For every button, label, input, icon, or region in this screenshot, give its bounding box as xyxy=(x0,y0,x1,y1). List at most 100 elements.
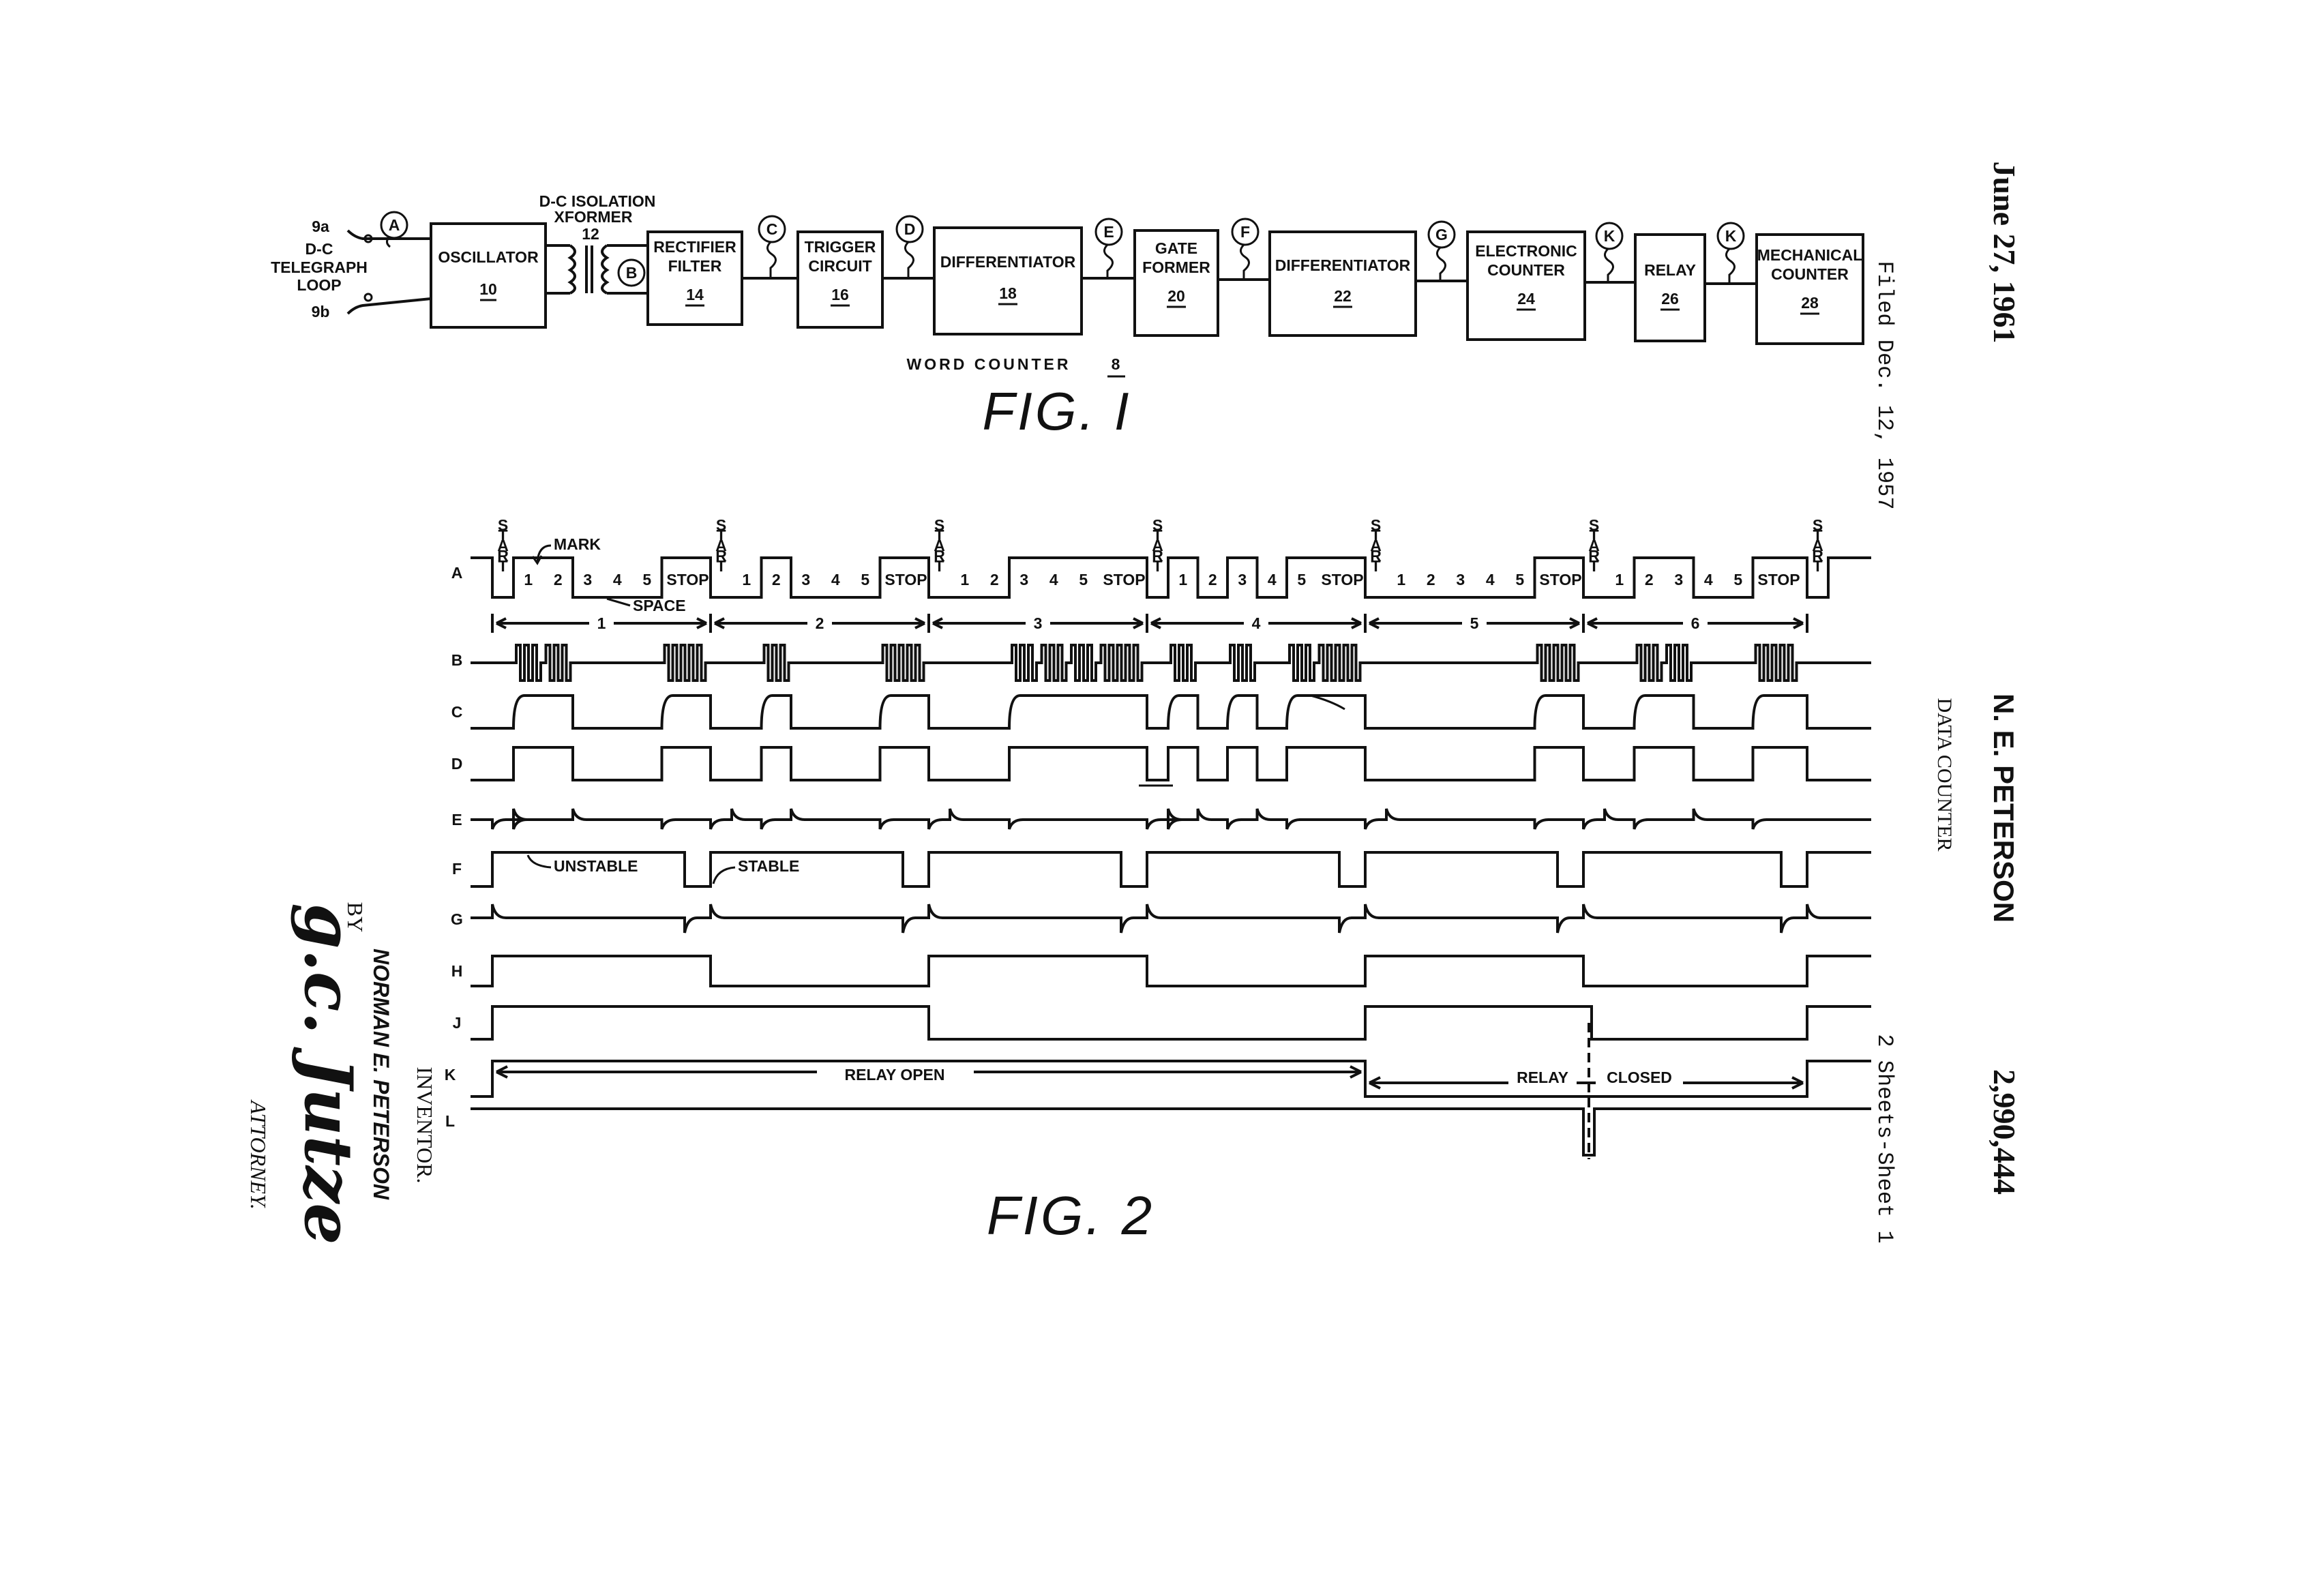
row-label-k: K xyxy=(445,1066,456,1084)
bit-label-2-5: STOP xyxy=(1103,571,1145,588)
svg-text:RELAY: RELAY xyxy=(1644,261,1696,279)
svg-text:18: 18 xyxy=(999,284,1017,302)
block-differentiator-22: DIFFERENTIATOR 22 xyxy=(1270,232,1416,335)
bit-label-4-5: STOP xyxy=(1539,571,1581,588)
test-point-b: B xyxy=(619,260,644,286)
bit-label-4-1: 2 xyxy=(1427,571,1435,588)
wave-f-gate xyxy=(471,852,1871,886)
bit-label-3-2: 3 xyxy=(1238,571,1247,588)
bit-label-5-0: 1 xyxy=(1615,571,1624,588)
svg-text:RECTIFIER: RECTIFIER xyxy=(653,238,736,256)
svg-text:FILTER: FILTER xyxy=(668,257,722,275)
bit-label-5-2: 3 xyxy=(1674,571,1683,588)
bit-label-2-2: 3 xyxy=(1019,571,1028,588)
bit-label-2-4: 5 xyxy=(1079,571,1088,588)
word-number-1: 1 xyxy=(597,614,606,632)
bit-label-4-2: 3 xyxy=(1456,571,1465,588)
sheet-count: 2 Sheets-Sheet 1 xyxy=(1872,1034,1897,1243)
svg-text:FORMER: FORMER xyxy=(1142,258,1210,276)
word-number-5: 5 xyxy=(1470,614,1479,632)
row-label-g: G xyxy=(451,910,463,928)
bit-label-3-0: 1 xyxy=(1178,571,1187,588)
bit-label-1-0: 1 xyxy=(742,571,751,588)
test-point-a: A xyxy=(381,212,407,247)
bit-label-0-2: 3 xyxy=(583,571,592,588)
bit-label-4-4: 5 xyxy=(1515,571,1524,588)
svg-text:24: 24 xyxy=(1517,290,1535,308)
bit-label-2-1: 2 xyxy=(990,571,999,588)
start-letter-6-4: T xyxy=(1813,557,1822,575)
bit-label-3-5: STOP xyxy=(1321,571,1363,588)
space-annotation: SPACE xyxy=(633,597,686,614)
bit-label-4-0: 1 xyxy=(1397,571,1405,588)
word-number-6: 6 xyxy=(1691,614,1700,632)
bit-label-0-3: 4 xyxy=(613,571,622,588)
svg-text:B: B xyxy=(626,264,638,282)
xformer-label-2: XFORMER xyxy=(554,208,633,226)
inventor-signature-block: BY INVENTOR. NORMAN E. PETERSON g.c. Jut… xyxy=(246,902,437,1245)
loop-label-3: LOOP xyxy=(297,276,341,294)
fig1-caption: FIG. I xyxy=(983,381,1132,441)
row-label-h: H xyxy=(451,962,463,980)
inventor-header: N. E. PETERSON xyxy=(1988,693,2020,923)
fig1-block-diagram: 9a 9b D-C TELEGRAPH LOOP OSCILLATOR 10 D… xyxy=(271,192,1863,441)
wave-c-rectified xyxy=(471,696,1871,728)
row-label-d: D xyxy=(451,755,463,773)
terminal-9a-label: 9a xyxy=(312,218,329,235)
bit-label-3-1: 2 xyxy=(1208,571,1217,588)
block-electronic-counter: ELECTRONIC COUNTER 24 xyxy=(1468,232,1585,340)
svg-text:TRIGGER: TRIGGER xyxy=(805,238,876,256)
svg-text:10: 10 xyxy=(479,280,497,298)
wave-d-trigger xyxy=(471,747,1871,780)
bit-label-1-5: STOP xyxy=(884,571,927,588)
waveform-labels: START12345STOPSTART12345STOPSTART12345ST… xyxy=(497,516,1823,632)
loop-label-2: TELEGRAPH xyxy=(271,258,368,276)
test-point-d: D xyxy=(897,216,923,278)
bit-label-3-3: 4 xyxy=(1268,571,1277,588)
row-label-l: L xyxy=(445,1112,455,1130)
start-letter-4-4: T xyxy=(1371,557,1380,575)
test-point-k-2: K xyxy=(1718,223,1744,284)
relay-open-label: RELAY OPEN xyxy=(845,1066,945,1084)
row-label-f: F xyxy=(452,860,462,878)
start-letter-5-4: T xyxy=(1589,557,1598,575)
bit-label-0-4: 5 xyxy=(642,571,651,588)
svg-text:DIFFERENTIATOR: DIFFERENTIATOR xyxy=(940,253,1076,271)
mark-annotation: MARK xyxy=(554,535,601,553)
svg-text:CIRCUIT: CIRCUIT xyxy=(808,257,872,275)
svg-text:MECHANICAL: MECHANICAL xyxy=(1757,246,1863,264)
invention-title: DATA COUNTER xyxy=(1933,698,1956,851)
test-point-c: C xyxy=(759,216,785,278)
word-counter-num: 8 xyxy=(1112,355,1120,373)
wave-e-differentiated xyxy=(471,809,1871,829)
row-label-e: E xyxy=(451,811,462,829)
terminal-9b-wire xyxy=(348,299,431,314)
svg-text:22: 22 xyxy=(1334,287,1352,305)
test-point-e: E xyxy=(1096,219,1122,278)
wave-j-counter-stage-2 xyxy=(471,1006,1871,1039)
start-letter-2-4: T xyxy=(934,557,944,575)
svg-text:28: 28 xyxy=(1801,294,1819,312)
bit-label-1-1: 2 xyxy=(772,571,781,588)
word-number-2: 2 xyxy=(816,614,824,632)
svg-text:ELECTRONIC: ELECTRONIC xyxy=(1475,242,1577,260)
block-mechanical-counter: MECHANICAL COUNTER 28 xyxy=(1757,235,1863,344)
attorney-label: ATTORNEY. xyxy=(246,1099,271,1210)
block-rectifier-filter: RECTIFIER FILTER 14 xyxy=(648,232,742,325)
patent-number: 2,990,444 xyxy=(1987,1069,2022,1195)
svg-text:COUNTER: COUNTER xyxy=(1487,261,1565,279)
xformer-num: 12 xyxy=(582,225,599,243)
svg-text:14: 14 xyxy=(686,286,704,303)
start-letter-1-4: T xyxy=(716,557,726,575)
svg-text:K: K xyxy=(1725,227,1737,245)
unstable-annotation: UNSTABLE xyxy=(554,857,638,875)
svg-text:C: C xyxy=(766,220,778,238)
svg-text:16: 16 xyxy=(831,286,849,303)
attorney-signature: g.c. Jutze xyxy=(290,904,367,1245)
svg-text:DIFFERENTIATOR: DIFFERENTIATOR xyxy=(1275,256,1411,274)
row-label-a: A xyxy=(451,564,463,582)
svg-text:K: K xyxy=(1604,227,1615,245)
wave-g-differentiated xyxy=(471,904,1871,933)
bit-label-0-0: 1 xyxy=(524,571,533,588)
svg-text:OSCILLATOR: OSCILLATOR xyxy=(438,248,539,266)
